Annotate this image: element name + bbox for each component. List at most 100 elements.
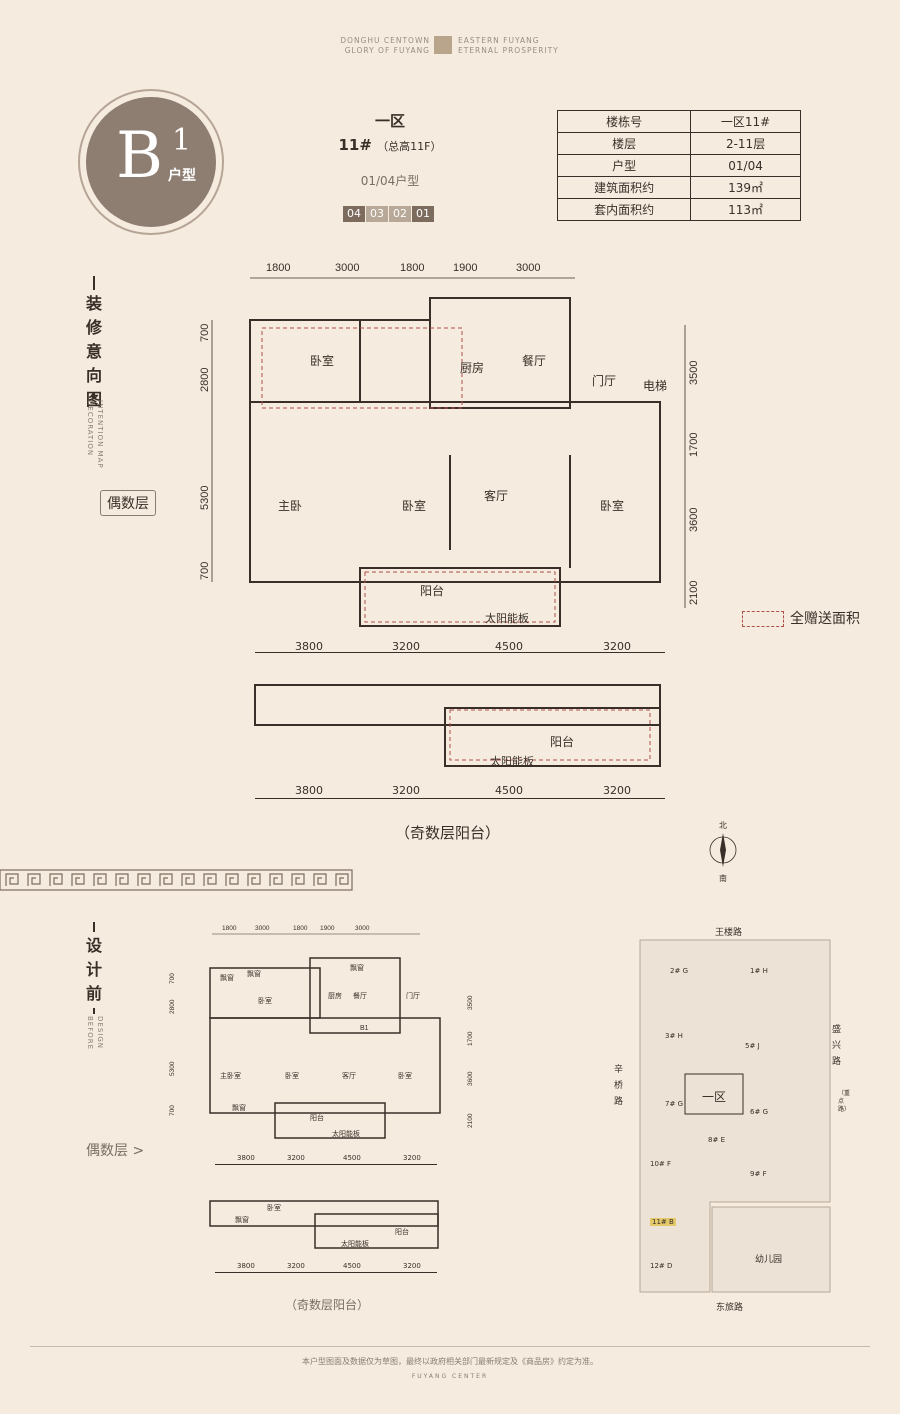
section2-line-top bbox=[93, 922, 95, 932]
badge-suffix: 户型 bbox=[168, 168, 196, 184]
compass-south: 南 bbox=[719, 874, 727, 883]
dim-label: 3200 bbox=[603, 784, 631, 797]
dim-label: 5300 bbox=[199, 486, 211, 510]
dim-label: 3800 bbox=[237, 1262, 255, 1270]
floor-plan-odd-balcony: 阳台 太阳能板 bbox=[254, 684, 661, 768]
dim-label: 700 bbox=[199, 562, 211, 580]
unit-cell: 01 bbox=[412, 206, 434, 222]
table-cell: 套内面积约 bbox=[556, 198, 692, 221]
unit-label: 01/04户型 bbox=[360, 174, 420, 188]
room-label: 飘窗 bbox=[350, 963, 364, 972]
building-type: G bbox=[677, 1100, 683, 1108]
building-no: 12# bbox=[650, 1262, 665, 1270]
site-building: 8# E bbox=[708, 1136, 725, 1144]
dim-label: 1800 bbox=[266, 262, 290, 274]
room-label: 卧室 bbox=[398, 1071, 412, 1080]
room-label: 厨房 bbox=[328, 991, 342, 1000]
dim-label: 1900 bbox=[320, 925, 335, 932]
dim-label: 3000 bbox=[516, 262, 540, 274]
fret-ornament bbox=[0, 869, 353, 891]
section1-en1: DECORATION bbox=[86, 400, 94, 457]
section2-title-text: 设计前 bbox=[86, 936, 103, 1003]
building-no: 11# bbox=[652, 1218, 667, 1226]
room-label: 卧室 bbox=[402, 498, 426, 513]
building-type: H bbox=[762, 967, 768, 975]
dim-label: 2100 bbox=[467, 1113, 474, 1128]
room-label: 电梯 bbox=[643, 379, 667, 393]
section1-title: 装修意向图 bbox=[84, 292, 104, 412]
table-cell: 建筑面积约 bbox=[556, 176, 692, 199]
dim-label: 1800 bbox=[222, 925, 237, 932]
before-odd-dims: 3800 3200 4500 3200 bbox=[215, 1262, 437, 1278]
compass-arrow-icon bbox=[709, 833, 737, 867]
building-type: D bbox=[667, 1262, 673, 1270]
unit-cell: 03 bbox=[366, 206, 388, 222]
dim-label: 700 bbox=[199, 324, 211, 342]
building-type: G bbox=[682, 967, 688, 975]
dim-label: 3200 bbox=[392, 640, 420, 653]
dim-label: 3200 bbox=[603, 640, 631, 653]
dim-label: 1700 bbox=[467, 1031, 474, 1046]
site-map-outline bbox=[639, 939, 831, 1293]
floor-tag-even: 偶数层 bbox=[100, 490, 156, 516]
zone-label: 一区 bbox=[702, 1090, 727, 1104]
road-label: 东旅路 bbox=[716, 1303, 744, 1313]
building-note: （总高11F） bbox=[377, 140, 442, 153]
site-map: 王楼路 辛桥路 盛兴路 （重点路） 东旅路 一区 幼儿园 2# G 1# H 3… bbox=[614, 922, 850, 1313]
unit-cell: 04 bbox=[343, 206, 365, 222]
room-label: 门厅 bbox=[592, 373, 616, 388]
table-cell: 一区11# bbox=[690, 110, 801, 133]
site-building: 2# G bbox=[670, 967, 688, 975]
badge-letter: B bbox=[116, 119, 164, 193]
brand-right-text: EASTERN FUYANG ETERNAL PROSPERITY bbox=[458, 36, 559, 56]
dim-label: 1900 bbox=[453, 262, 477, 274]
building-no: 5# bbox=[745, 1042, 756, 1050]
dim-label: 3600 bbox=[467, 1071, 474, 1086]
site-building: 12# D bbox=[650, 1262, 672, 1270]
dim-label: 3500 bbox=[467, 995, 474, 1010]
room-label: 阳台 bbox=[395, 1227, 409, 1236]
dim-label: 1800 bbox=[400, 262, 424, 274]
room-label: B1 bbox=[360, 1025, 369, 1032]
floor-plan-before-odd: 飘窗 卧室 阳台 太阳能板 bbox=[209, 1200, 439, 1249]
dim-label: 3200 bbox=[403, 1154, 421, 1162]
road-label: 盛兴路 bbox=[832, 1025, 842, 1067]
footer: 本户型图面及数据仅为草图，最终以政府相关部门最新规定及《商品房》约定为准。 FU… bbox=[0, 1346, 900, 1380]
dim-label: 3200 bbox=[287, 1154, 305, 1162]
floor-plan-before: 1800 3000 1800 1900 3000 700 2800 5300 7… bbox=[169, 925, 474, 1139]
building-type: E bbox=[720, 1136, 725, 1144]
plan-main-bottom-dims: 3800 3200 4500 3200 bbox=[255, 640, 665, 660]
room-label: 餐厅 bbox=[353, 991, 367, 1000]
table-cell: 139㎡ bbox=[690, 176, 801, 199]
building-no: 3# bbox=[665, 1032, 676, 1040]
building-no: 8# bbox=[708, 1136, 719, 1144]
room-label: 卧室 bbox=[267, 1203, 281, 1212]
road-label: 辛桥路 bbox=[614, 1065, 624, 1107]
dim-label: 700 bbox=[169, 1105, 176, 1116]
section1-title-text: 装修意向图 bbox=[86, 294, 103, 409]
building-no: 1# bbox=[750, 967, 761, 975]
dim-label: 4500 bbox=[343, 1262, 361, 1270]
section2-en: BEFORE bbox=[86, 1016, 94, 1056]
section2-en1: BEFORE bbox=[86, 1016, 94, 1051]
brand-left-line1: DONGHU CENTOWN bbox=[340, 36, 430, 45]
dim-label: 3000 bbox=[255, 925, 270, 932]
footer-brand: FUYANG CENTER bbox=[411, 1373, 489, 1380]
building-number: 11# bbox=[338, 136, 372, 154]
building-type: F bbox=[762, 1170, 767, 1178]
brand-header: DONGHU CENTOWN GLORY OF FUYANG EASTERN F… bbox=[0, 36, 900, 60]
dim-label: 4500 bbox=[343, 1154, 361, 1162]
site-building: 7# G bbox=[665, 1100, 683, 1108]
footer-note: 本户型图面及数据仅为草图，最终以政府相关部门最新规定及《商品房》约定为准。 bbox=[302, 1357, 598, 1366]
floor-plan-main: 1800 3000 1800 1900 3000 700 2800 5300 7… bbox=[199, 262, 700, 627]
section2-en2: DESIGN bbox=[96, 1016, 104, 1049]
section1-en: DECORATION bbox=[86, 400, 94, 470]
kindergarten-label: 幼儿园 bbox=[755, 1255, 783, 1265]
room-label: 飘窗 bbox=[247, 969, 261, 978]
dim-label: 2800 bbox=[199, 368, 211, 392]
room-label: 卧室 bbox=[258, 996, 272, 1005]
